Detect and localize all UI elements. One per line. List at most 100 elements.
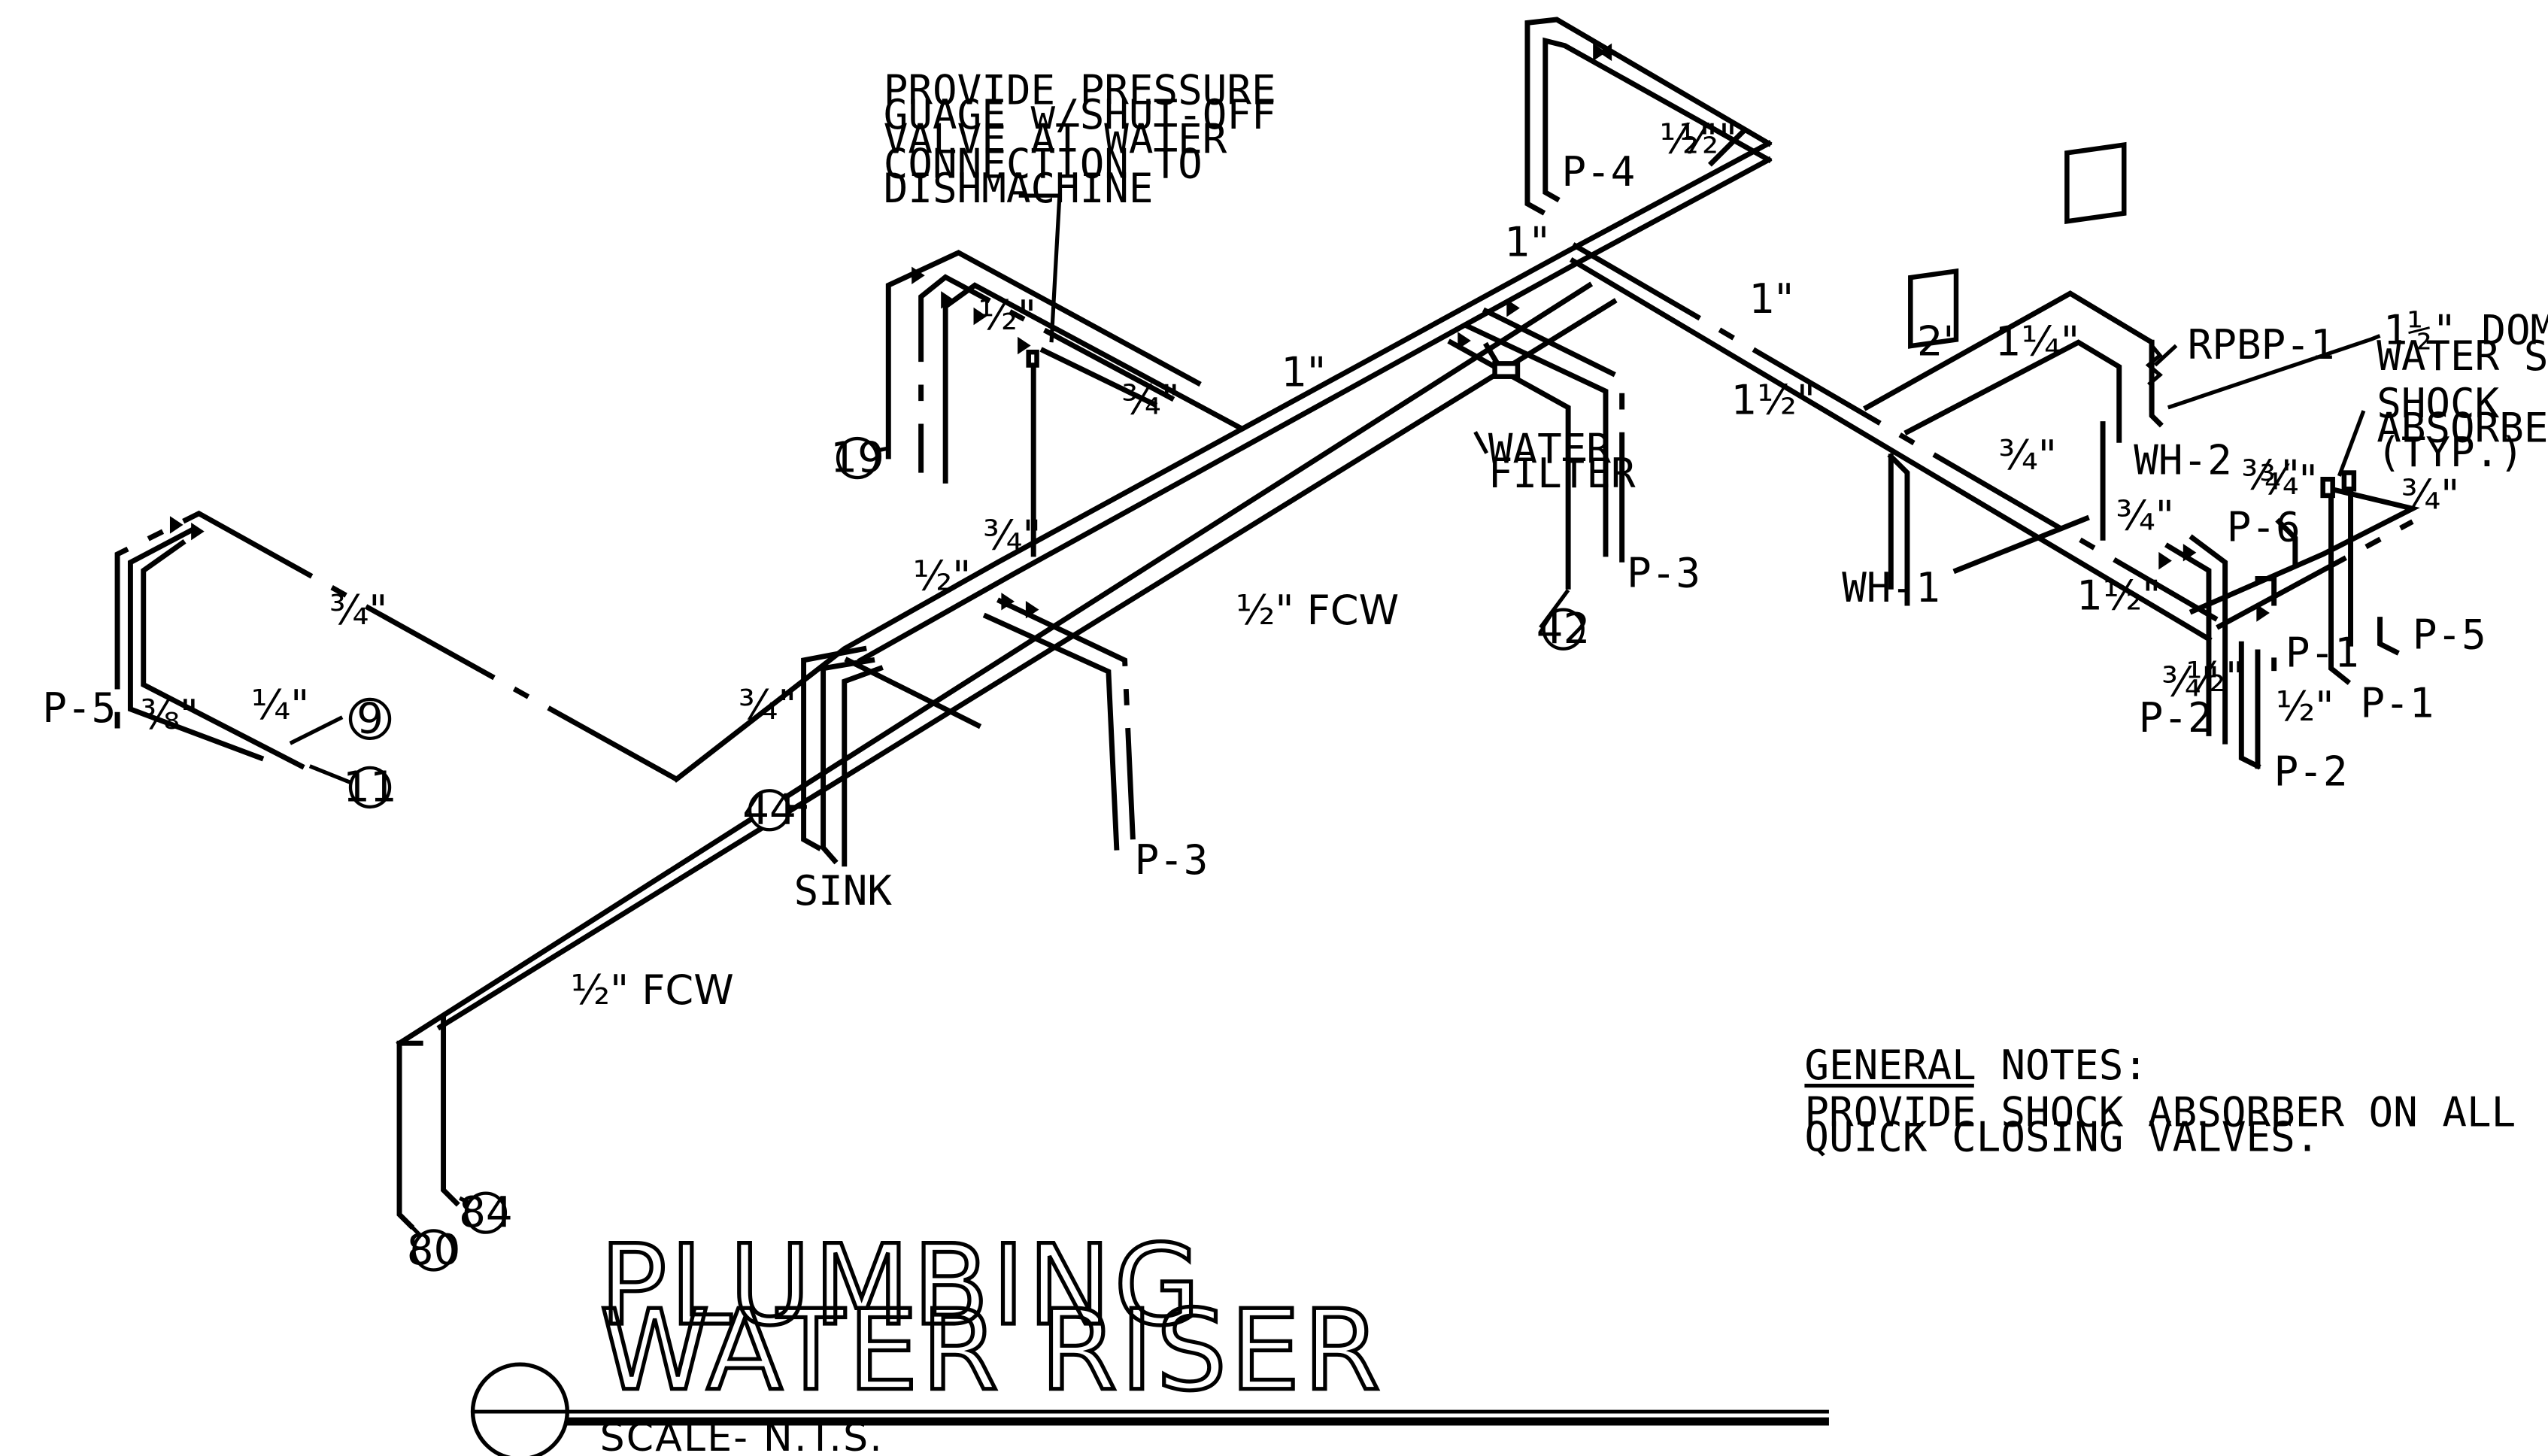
main-trunk-lower [857, 156, 1773, 664]
gauge-note-line4: CONNECTION TO [884, 140, 1203, 187]
fcw-drops [396, 1040, 423, 1230]
dishmachine-branch [885, 250, 1202, 460]
valve-icon [1598, 43, 1612, 62]
size-label: ½" [2276, 683, 2334, 730]
general-notes-line2: QUICK CLOSING VALVES. [1804, 1113, 2319, 1160]
size-label: ½" [1679, 116, 1737, 163]
callout-text: PROVIDE PRESSURE GUAGE w/SHUT-OFF VALVE … [794, 67, 2548, 915]
tag-44: 44 [742, 786, 796, 835]
fixture-p2-b: P-2 [2274, 748, 2348, 796]
valve-icon [912, 266, 925, 285]
size-label: ½" [913, 553, 971, 600]
shock-note-line3: (TYP.) [2377, 429, 2524, 476]
shock-absorber-icon [2341, 470, 2357, 492]
valve-icon [1458, 332, 1471, 350]
tag-11: 11 [343, 763, 397, 811]
tag-42-text: 42 [1536, 605, 1591, 654]
fixture-p5-right: P-5 [2413, 611, 2486, 659]
valve-icon [973, 307, 987, 326]
rpbp-icon [2145, 344, 2163, 387]
size-label: ¾" [1998, 432, 2056, 479]
filter-note-line2: FILTER [1488, 450, 1636, 497]
tag-11-text: 11 [343, 763, 397, 811]
filter-branch [1482, 307, 1625, 563]
tag-42: 42 [1536, 605, 1591, 654]
cold-water-main [1571, 242, 2219, 622]
size-label: 1½" [1731, 377, 1815, 424]
fixture-p6: P-6 [2227, 504, 2301, 551]
scale-note: SCALE- N.T.S. [600, 1415, 884, 1456]
size-label: ½" FCW [571, 966, 734, 1014]
size-label: ½" [978, 292, 1036, 339]
size-label: 1" [1282, 349, 1326, 396]
left-branch [114, 510, 678, 782]
reference-tags: 19 42 44 9 11 80 [343, 434, 1590, 1275]
water-heater-wh1 [1908, 268, 1959, 349]
water-filter-icon [1492, 361, 1521, 379]
fixture-p2-a: P-2 [2139, 694, 2213, 742]
pipe-size-labels: ½" 1" 1" 1" 1½" 2" 1¼" ¾" ½" ¾" ¾" ½" ¾"… [140, 116, 2459, 1014]
valve-icon [1506, 299, 1520, 317]
mid-branch [996, 597, 1136, 840]
fcw-run-upper [396, 281, 1594, 1047]
fixture-wh1: WH-1 [1842, 564, 1940, 611]
tag-19: 19 [830, 434, 884, 483]
p4-loop [1524, 17, 1773, 216]
size-label: ¾" [2401, 471, 2459, 518]
filter-note-line1: WATER [1488, 426, 1611, 473]
shock-note-line2: ABSORBER [2377, 404, 2548, 451]
general-notes: GENERAL NOTES: PROVIDE SHOCK ABSORBER ON… [1804, 1042, 2516, 1160]
size-label: ¾" [2161, 659, 2219, 706]
valve-icon [2256, 604, 2270, 622]
fixture-p4: P-4 [1561, 148, 1635, 196]
tag-84-text: 84 [459, 1188, 513, 1237]
fixture-p5-left: P-5 [42, 684, 116, 732]
size-label: 1¼" [1995, 318, 2079, 366]
size-label: ¾" [739, 681, 796, 729]
valve-icon [1001, 593, 1015, 611]
fixture-wh2: WH-2 [2134, 437, 2231, 484]
size-label: ¾" [2259, 457, 2317, 504]
tag-80: 80 [407, 1226, 461, 1275]
gauge-note-line1: PROVIDE PRESSURE [884, 67, 1276, 114]
rpbp-label: RPBP-1 [2188, 321, 2335, 369]
valve-icon [191, 522, 205, 541]
tag-9-text: 9 [356, 694, 384, 743]
title-line2: WATER RISER [600, 1286, 1384, 1415]
gauge-note-line5: DISHMACHINE [884, 165, 1154, 212]
size-label: ⅜" [140, 691, 198, 739]
size-label: ¾" [2116, 492, 2173, 539]
general-notes-heading: GENERAL NOTES: [1804, 1042, 2148, 1089]
service-note-line1: 1½" DOMESTIC [2383, 306, 2548, 353]
main-trunk-upper [672, 140, 1773, 783]
fixture-p1-b: P-1 [2361, 680, 2434, 727]
piping-network [114, 17, 2420, 1230]
title-line1: PLUMBING [600, 1221, 1203, 1350]
size-label: ½" FCW [1236, 587, 1399, 634]
tag-9: 9 [348, 694, 392, 743]
valve-icon [2182, 544, 2197, 562]
size-label: ¾" [2241, 451, 2299, 499]
size-label: 1" [1749, 275, 1794, 323]
service-note-line2: WATER SERVICE [2377, 332, 2548, 380]
title-block: PLUMBING WATER RISER SCALE- N.T.S. [470, 1218, 1829, 1456]
size-label: ¾" [329, 587, 387, 634]
size-label: 1" [1505, 218, 1549, 265]
equipment [1026, 141, 2357, 499]
hot-water-main [1569, 257, 2213, 643]
tag-19-text: 19 [830, 434, 884, 483]
gauge-note-line2: GUAGE w/SHUT-OFF [884, 91, 1276, 138]
water-heater-wh2 [2064, 141, 2127, 225]
size-label: 2" [1917, 318, 1961, 366]
size-label: ½" [2186, 654, 2244, 701]
valve-icon [169, 516, 184, 534]
tag-80-text: 80 [407, 1226, 461, 1275]
tag-44-text: 44 [742, 786, 796, 835]
right-fixtures [2189, 486, 2420, 615]
shock-note-line1: SHOCK [2377, 380, 2499, 427]
tag-84: 84 [459, 1188, 513, 1237]
fixture-p1-a: P-1 [2286, 629, 2359, 677]
fcw-run-lower [436, 298, 1618, 1031]
valves [169, 43, 2270, 622]
